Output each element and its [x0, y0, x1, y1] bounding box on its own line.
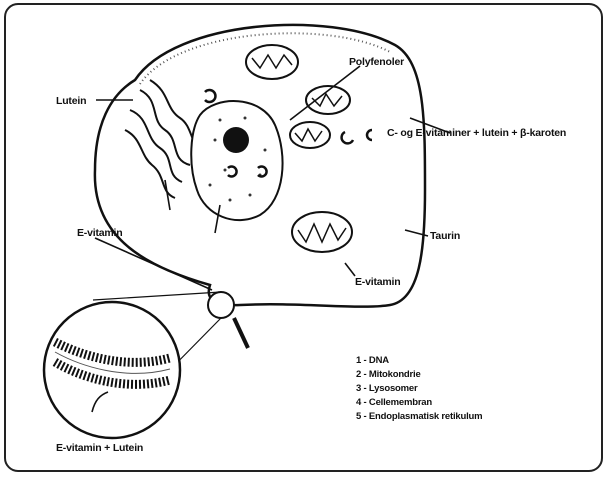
- membrane-zoom-circle: [44, 302, 180, 438]
- label-c-og-e-vitaminer: C- og E-vitaminer + lutein + β-karoten: [387, 127, 566, 139]
- nucleolus: [223, 127, 249, 153]
- legend: 1 - DNA 2 - Mitokondrie 3 - Lysosomer 4 …: [356, 354, 482, 424]
- legend-item: 2 - Mitokondrie: [356, 368, 482, 382]
- label-taurin: Taurin: [430, 230, 460, 242]
- mitochondrion-4: [292, 212, 352, 252]
- nucleus: [191, 101, 282, 220]
- legend-item: 3 - Lysosomer: [356, 382, 482, 396]
- mitochondrion-1: [246, 45, 298, 79]
- membrane-spot: [208, 292, 234, 318]
- mitochondrion-3: [290, 122, 330, 148]
- label-lutein: Lutein: [56, 95, 86, 107]
- legend-item: 4 - Cellemembran: [356, 396, 482, 410]
- label-bottom-caption: E-vitamin + Lutein: [56, 442, 143, 454]
- legend-item: 1 - DNA: [356, 354, 482, 368]
- pointer-bar: [234, 318, 248, 348]
- label-e-vitamin-left: E-vitamin: [77, 227, 122, 239]
- legend-item: 5 - Endoplasmatisk retikulum: [356, 410, 482, 424]
- label-e-vitamin-right: E-vitamin: [355, 276, 400, 288]
- label-polyfenoler: Polyfenoler: [349, 56, 404, 68]
